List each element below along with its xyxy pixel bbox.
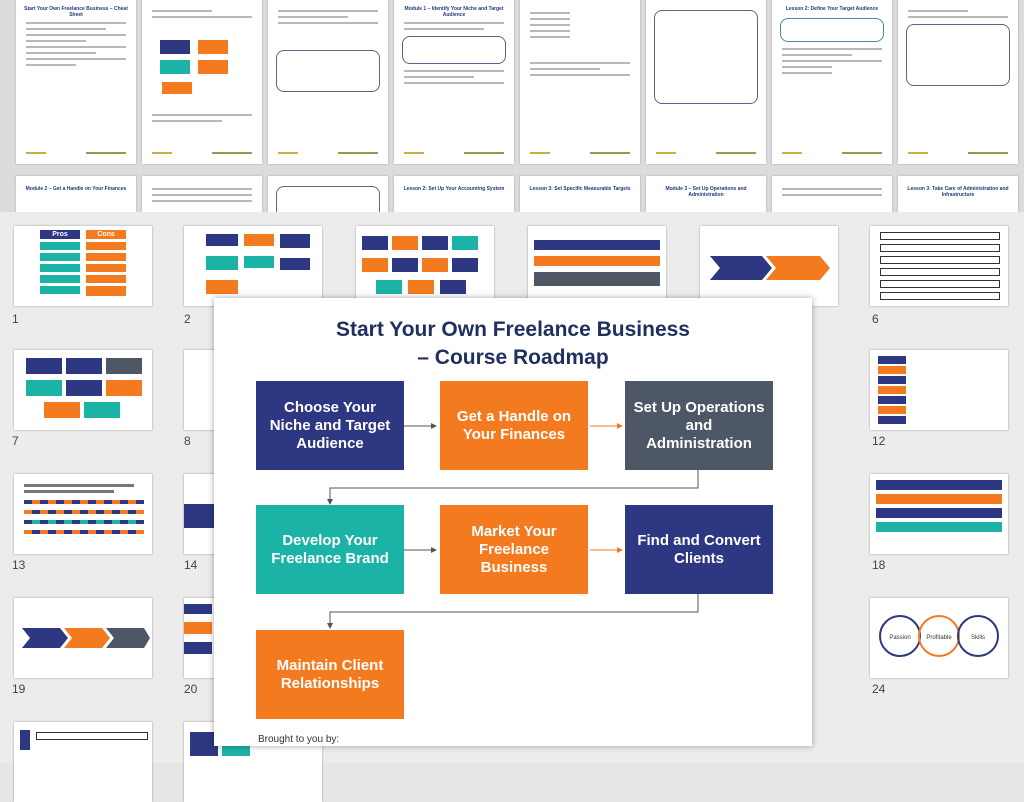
slide-thumbnail[interactable] xyxy=(870,350,1008,430)
document-pages-strip: Start Your Own Freelance Business – Chea… xyxy=(0,0,1024,212)
doc-page-title: Lesson 3: Set Specific Measurable Target… xyxy=(529,186,631,192)
doc-page[interactable]: Module 2 – Get a Handle on Your Finances xyxy=(16,176,136,212)
doc-page[interactable] xyxy=(268,176,388,212)
slide-title: Start Your Own Freelance Business – Cour… xyxy=(214,316,812,372)
doc-page[interactable]: Lesson 2: Set Up Your Accounting System xyxy=(394,176,514,212)
doc-page-title: Lesson 3: Take Care of Administration an… xyxy=(907,186,1009,198)
slide-number: 7 xyxy=(12,434,19,448)
doc-page[interactable] xyxy=(772,176,892,212)
doc-page-title: Module 3 – Set Up Operations and Adminis… xyxy=(665,186,747,198)
brought-to-you-by: Brought to you by: xyxy=(258,734,340,745)
doc-page[interactable] xyxy=(646,0,766,164)
slide-number: 24 xyxy=(872,682,886,696)
doc-page[interactable] xyxy=(142,176,262,212)
slide-number: 6 xyxy=(872,312,879,326)
doc-page-title: Module 2 – Get a Handle on Your Finances xyxy=(25,186,127,192)
doc-page[interactable]: Lesson 3: Set Specific Measurable Target… xyxy=(520,176,640,212)
slide-thumbnail[interactable] xyxy=(870,474,1008,554)
slide-title-line2: – Course Roadmap xyxy=(417,346,609,369)
slide-thumbnail[interactable] xyxy=(356,226,494,306)
slide-number: 1 xyxy=(12,312,19,326)
venn-mid-label: Profitable xyxy=(926,635,952,641)
step-brand[interactable]: Develop Your Freelance Brand xyxy=(256,505,404,594)
slide-number: 18 xyxy=(872,558,886,572)
doc-page[interactable] xyxy=(142,0,262,164)
venn-diagram: Passion Profitable Skills xyxy=(879,615,999,657)
slide-thumbnail[interactable] xyxy=(14,474,152,554)
slide-thumbnail[interactable] xyxy=(14,350,152,430)
doc-page-title: Module 1 – Identify Your Niche and Targe… xyxy=(404,6,504,18)
doc-page[interactable]: Module 1 – Identify Your Niche and Targe… xyxy=(394,0,514,164)
slide-thumbnail[interactable] xyxy=(700,226,838,306)
arrow-3-4 xyxy=(327,470,699,505)
slide-thumbnail[interactable] xyxy=(14,598,152,678)
doc-page[interactable]: Start Your Own Freelance Business – Chea… xyxy=(16,0,136,164)
slide-number: 19 xyxy=(12,682,26,696)
slide-number: 12 xyxy=(872,434,886,448)
doc-page-title: Lesson 2: Define Your Target Audience xyxy=(785,6,879,12)
doc-page[interactable]: Lesson 2: Define Your Target Audience xyxy=(772,0,892,164)
slide-number: 13 xyxy=(12,558,26,572)
slide-thumbnail[interactable]: Passion Profitable Skills xyxy=(870,598,1008,678)
slide-thumbnail[interactable] xyxy=(870,226,1008,306)
main-slide-roadmap[interactable]: Start Your Own Freelance Business – Cour… xyxy=(214,298,812,746)
step-operations[interactable]: Set Up Operations and Administration xyxy=(625,381,773,470)
doc-page[interactable]: Module 3 – Set Up Operations and Adminis… xyxy=(646,176,766,212)
chevron-diagram xyxy=(710,256,830,280)
doc-page[interactable] xyxy=(268,0,388,164)
step-choose-niche[interactable]: Choose Your Niche and Target Audience xyxy=(256,381,404,470)
slide-number: 2 xyxy=(184,312,191,326)
doc-page-title: Start Your Own Freelance Business – Chea… xyxy=(24,6,128,18)
doc-page-title: Lesson 2: Set Up Your Accounting System xyxy=(403,186,505,192)
slide-number: 8 xyxy=(184,434,191,448)
cons-label: Cons xyxy=(86,230,126,239)
pros-label: Pros xyxy=(40,230,80,239)
arrow-6-7 xyxy=(327,594,699,629)
doc-page[interactable]: Lesson 3: Take Care of Administration an… xyxy=(898,176,1018,212)
slide-thumbnail[interactable]: Pros Cons xyxy=(14,226,152,306)
slide-thumbnail[interactable] xyxy=(14,722,152,802)
step-market[interactable]: Market Your Freelance Business xyxy=(440,505,588,594)
slide-title-line1: Start Your Own Freelance Business xyxy=(335,318,690,341)
slide-thumbnail[interactable] xyxy=(184,226,322,306)
chevron-diagram xyxy=(22,628,150,648)
slide-number: 20 xyxy=(184,682,198,696)
slide-thumbnail[interactable] xyxy=(528,226,666,306)
step-finances[interactable]: Get a Handle on Your Finances xyxy=(440,381,588,470)
doc-page[interactable] xyxy=(520,0,640,164)
doc-page[interactable] xyxy=(898,0,1018,164)
flow-connectors xyxy=(327,423,699,629)
step-maintain-clients[interactable]: Maintain Client Relationships xyxy=(256,630,404,719)
venn-right-label: Skills xyxy=(971,635,985,641)
step-find-clients[interactable]: Find and Convert Clients xyxy=(625,505,773,594)
slide-number: 14 xyxy=(184,558,198,572)
venn-left-label: Passion xyxy=(889,635,910,641)
